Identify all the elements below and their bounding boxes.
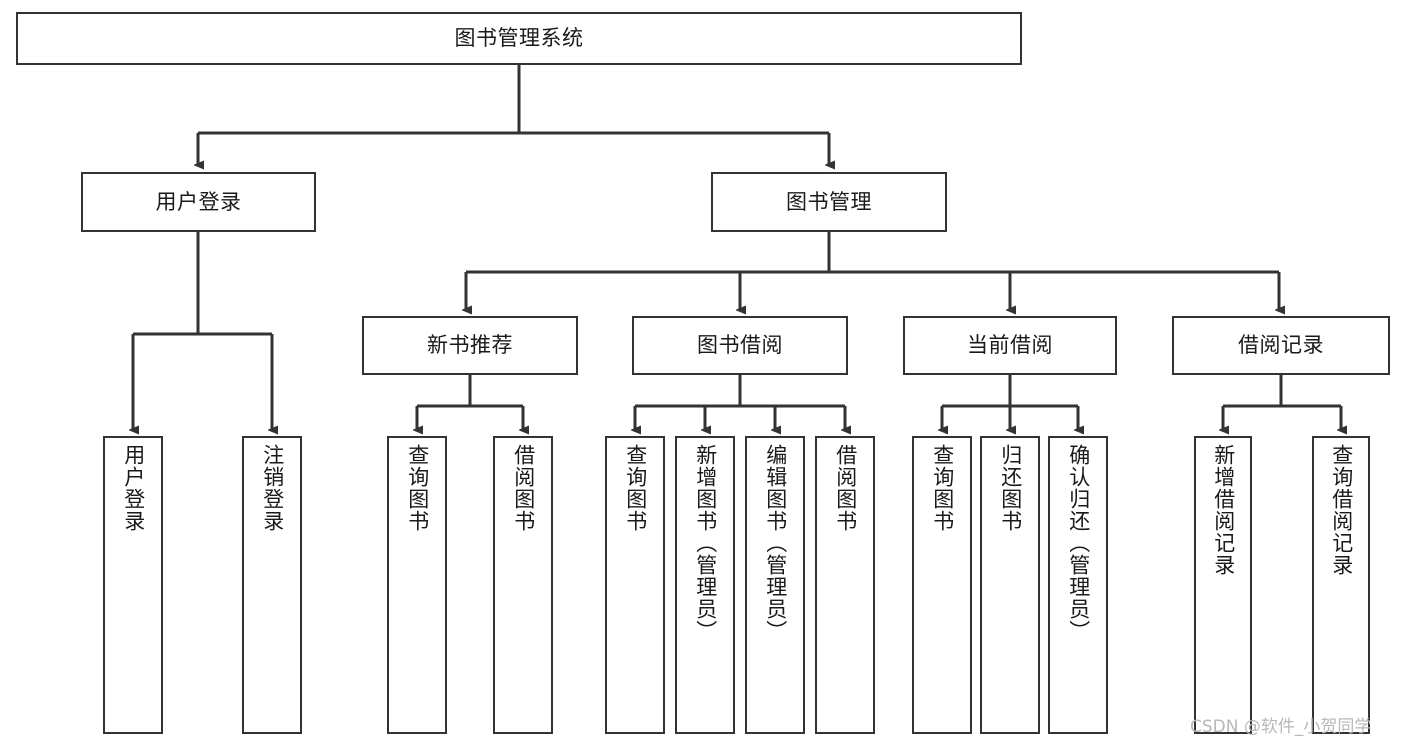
node-borrow-record[interactable]: 借阅记录 bbox=[1172, 316, 1390, 375]
node-leaf-edit-book[interactable]: 编辑图书（管理员） bbox=[745, 436, 805, 734]
node-leaf-logout[interactable]: 注销登录 bbox=[242, 436, 302, 734]
node-leaf-return-book-label: 归还图书 bbox=[998, 444, 1023, 532]
node-leaf-query-record-label: 查询借阅记录 bbox=[1329, 444, 1354, 576]
node-leaf-query-book-2-label: 查询图书 bbox=[623, 444, 648, 532]
node-leaf-query-book-2[interactable]: 查询图书 bbox=[605, 436, 665, 734]
node-leaf-add-record[interactable]: 新增借阅记录 bbox=[1194, 436, 1252, 734]
node-book-manage-label: 图书管理 bbox=[786, 189, 872, 214]
node-current-borrow-label: 当前借阅 bbox=[967, 333, 1053, 358]
node-root[interactable]: 图书管理系统 bbox=[16, 12, 1022, 65]
node-leaf-user-login-label: 用户登录 bbox=[121, 444, 146, 532]
node-leaf-borrow-book-2[interactable]: 借阅图书 bbox=[815, 436, 875, 734]
node-leaf-return-book[interactable]: 归还图书 bbox=[980, 436, 1040, 734]
node-user-login-label: 用户登录 bbox=[155, 189, 242, 214]
node-root-label: 图书管理系统 bbox=[454, 26, 584, 51]
node-leaf-query-book-3-label: 查询图书 bbox=[930, 444, 955, 532]
node-leaf-add-record-label: 新增借阅记录 bbox=[1211, 444, 1236, 576]
node-leaf-query-book-1-label: 查询图书 bbox=[405, 444, 430, 532]
node-leaf-confirm-return[interactable]: 确认归还（管理员） bbox=[1048, 436, 1108, 734]
node-borrow-record-label: 借阅记录 bbox=[1238, 333, 1324, 358]
node-book-manage[interactable]: 图书管理 bbox=[711, 172, 947, 232]
node-leaf-user-login[interactable]: 用户登录 bbox=[103, 436, 163, 734]
node-leaf-confirm-return-label: 确认归还（管理员） bbox=[1066, 444, 1091, 642]
node-leaf-query-book-1[interactable]: 查询图书 bbox=[387, 436, 447, 734]
csdn-watermark: CSDN @软件_小贺同学 bbox=[1190, 717, 1372, 737]
node-leaf-borrow-book-2-label: 借阅图书 bbox=[833, 444, 858, 532]
node-leaf-add-book[interactable]: 新增图书（管理员） bbox=[675, 436, 735, 734]
node-leaf-borrow-book-1[interactable]: 借阅图书 bbox=[493, 436, 553, 734]
node-current-borrow[interactable]: 当前借阅 bbox=[903, 316, 1117, 375]
node-book-borrow[interactable]: 图书借阅 bbox=[632, 316, 848, 375]
node-leaf-logout-label: 注销登录 bbox=[260, 444, 285, 532]
node-book-borrow-label: 图书借阅 bbox=[697, 333, 783, 358]
node-user-login[interactable]: 用户登录 bbox=[81, 172, 316, 232]
node-leaf-query-record[interactable]: 查询借阅记录 bbox=[1312, 436, 1370, 734]
node-new-book-recommend[interactable]: 新书推荐 bbox=[362, 316, 578, 375]
node-leaf-edit-book-label: 编辑图书（管理员） bbox=[763, 444, 788, 642]
node-leaf-borrow-book-1-label: 借阅图书 bbox=[511, 444, 536, 532]
node-leaf-query-book-3[interactable]: 查询图书 bbox=[912, 436, 972, 734]
node-leaf-add-book-label: 新增图书（管理员） bbox=[693, 444, 718, 642]
node-new-book-recommend-label: 新书推荐 bbox=[427, 333, 513, 358]
